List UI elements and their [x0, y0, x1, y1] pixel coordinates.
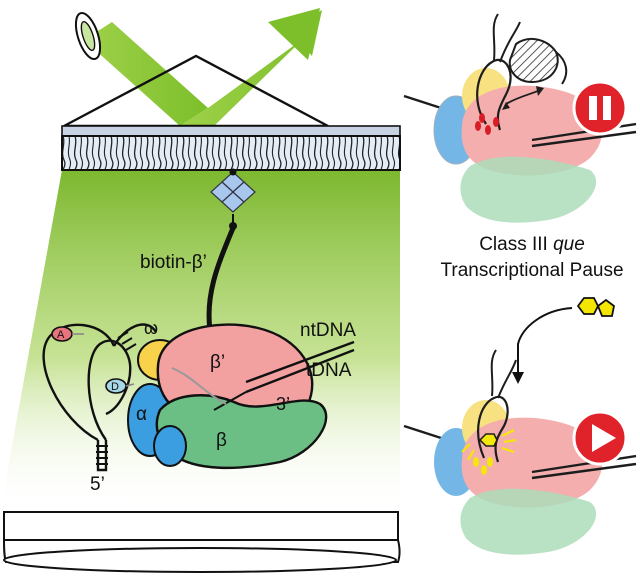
- riboswitch-rna: [42, 323, 158, 472]
- ntdna-strand: [245, 340, 355, 384]
- pause-class-title: Class III que: [479, 234, 585, 255]
- template-strand: [213, 391, 247, 411]
- beta-label: β: [216, 430, 227, 451]
- alpha-subunit-front: [153, 425, 187, 467]
- biotin-linker: [206, 227, 236, 331]
- paused-complex: [403, 13, 637, 223]
- donor-label: D: [111, 381, 119, 393]
- three-prime-label: 3’: [276, 394, 290, 414]
- quartz-slide-top: [61, 125, 401, 137]
- objective-lens-rim: [3, 547, 397, 573]
- excitation-beam: [84, 8, 322, 140]
- five-prime-label: 5’: [90, 474, 105, 495]
- alpha-label: α: [136, 404, 147, 425]
- ntdna-label: ntDNA: [300, 320, 356, 341]
- biotin-beta-prime-label: biotin-β’: [140, 252, 207, 273]
- rna-exit-path: [171, 367, 227, 405]
- tdna-label: tDNA: [306, 360, 352, 381]
- laser-source-icon: [74, 11, 102, 61]
- released-complex: [403, 349, 637, 555]
- acceptor-label: A: [57, 329, 65, 341]
- beta-prime-label: β’: [210, 352, 225, 373]
- play-icon: [572, 410, 628, 466]
- streptavidin-icon: [210, 168, 256, 230]
- tdna-strand: [245, 348, 355, 394]
- rnap-complex: [127, 323, 355, 470]
- pause-icon: [572, 80, 628, 136]
- peg-surface: [61, 135, 401, 171]
- coverslip: [3, 511, 399, 541]
- ligand-addition-arrow: [512, 307, 573, 384]
- pause-subtitle: Transcriptional Pause: [440, 260, 623, 281]
- preq1-ligand-icon: [576, 297, 615, 317]
